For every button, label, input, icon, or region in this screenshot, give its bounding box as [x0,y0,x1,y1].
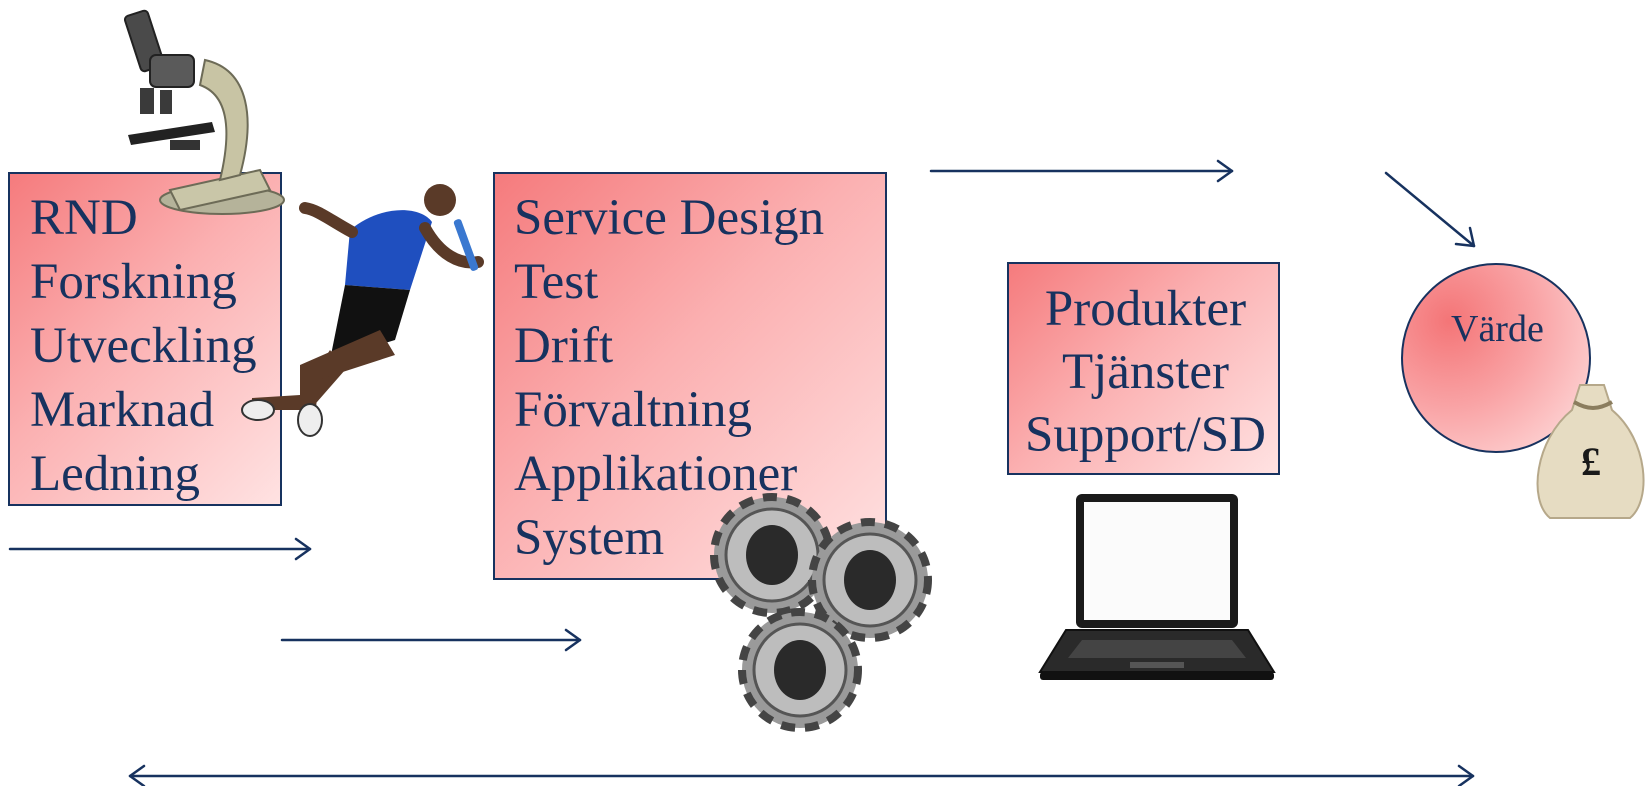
service-line: Förvaltning [514,382,752,438]
service-line: Service Design [514,190,825,246]
service-line: Drift [514,318,614,374]
service-line: System [514,510,665,566]
rnd-line: Forskning [30,254,237,310]
value-label: Värde [1451,308,1544,350]
runner-icon [241,184,484,437]
products-box: Produkter Tjänster Support/SD [1007,262,1280,475]
svg-text:£: £ [1581,439,1601,484]
rnd-line: Ledning [30,446,200,502]
microscope-icon [123,9,285,215]
products-line: Support/SD [1025,407,1266,463]
gears-icon [710,493,932,732]
products-lines: Produkter Tjänster Support/SD [1019,278,1272,467]
rnd-line: Marknad [30,382,215,438]
arrow-rnd-to-runner [8,537,312,561]
money-bag-icon: £ [1536,384,1645,519]
service-line: Applikationer [514,446,798,502]
arrow-to-value [1384,171,1476,248]
service-box: Service Design Test Drift Förvaltning Ap… [493,172,887,580]
rnd-line: Utveckling [30,318,257,374]
rnd-box: RND Forskning Utveckling Marknad Ledning [8,172,282,506]
rnd-lines: RND Forskning Utveckling Marknad Ledning [30,186,257,506]
laptop-icon [1038,494,1276,680]
products-line: Produkter [1044,281,1247,337]
rnd-line: RND [30,190,138,246]
arrow-to-service [280,628,582,652]
arrow-service-to-products [929,159,1234,183]
double-arrow-bottom [128,764,1475,786]
service-lines: Service Design Test Drift Förvaltning Ap… [514,186,824,570]
products-line: Tjänster [1061,344,1230,400]
service-line: Test [514,254,599,310]
